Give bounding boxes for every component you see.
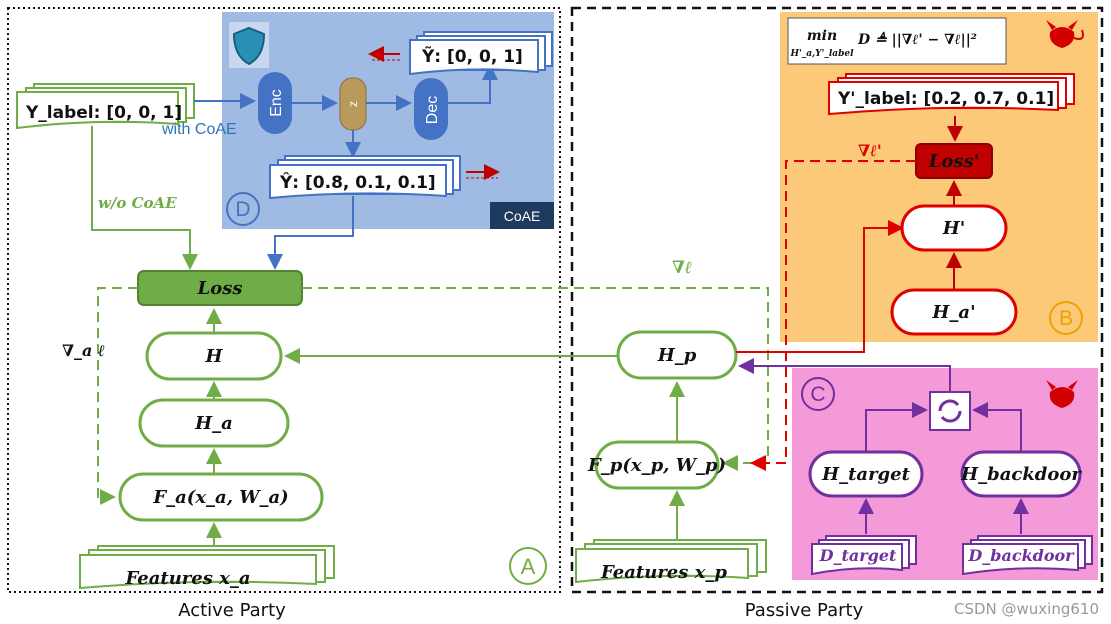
enc-label: Enc: [268, 89, 285, 117]
features-a-card: [79, 545, 335, 590]
active-party-caption: Active Party: [178, 600, 286, 621]
coae-tag-text: CoAE: [504, 208, 541, 224]
panel-d-badge: [226, 192, 260, 226]
formula-body: D ≜ ||∇ℓ' − ∇ℓ||²: [857, 31, 977, 48]
h-label: H: [204, 346, 223, 367]
features-p-card: [575, 539, 767, 584]
f-a-label: F_a(x_a, W_a): [152, 487, 288, 508]
features-a-label: Features x_a: [124, 568, 250, 589]
h-p-label: H_p: [657, 345, 697, 366]
h-a-prime-label: H_a': [931, 302, 975, 323]
f-p-label: F_p(x_p, W_p): [587, 455, 726, 476]
enc-block[interactable]: [258, 72, 292, 134]
panel-b-letter: B: [1059, 307, 1073, 330]
y-label-text: Y_label: [0, 0, 1]: [25, 103, 182, 123]
shield-icon: [229, 22, 269, 68]
dec-label: Dec: [424, 96, 441, 124]
latent-z-label: z: [346, 101, 360, 107]
d-target-label: D_target: [819, 546, 897, 565]
dec-block[interactable]: [414, 78, 448, 140]
loss-prime-label: Loss': [928, 151, 979, 172]
grad-label: ∇ℓ: [672, 258, 692, 278]
loss-label: Loss: [197, 278, 243, 299]
panel-b-badge: [1049, 301, 1083, 335]
f-p-node[interactable]: [594, 440, 720, 490]
with-coae-label: with CoAE: [161, 121, 237, 138]
h-target-label: H_target: [821, 464, 911, 485]
devil-icon-2: [1046, 380, 1078, 408]
panel-a-letter: A: [521, 554, 536, 579]
watermark: CSDN @wuxing610: [953, 600, 1099, 618]
panel-c-badge: [801, 377, 835, 411]
cycle-icon[interactable]: [929, 391, 971, 431]
y-hat-text: Ŷ: [0.8, 0.1, 0.1]: [279, 171, 436, 193]
y-prime-label-card: [828, 73, 1075, 116]
h-prime-label: H': [942, 218, 966, 239]
f-a-node[interactable]: [118, 472, 324, 522]
y-hat-card: [269, 155, 461, 200]
passive-party-caption: Passive Party: [745, 600, 864, 621]
d-backdoor-card: [962, 535, 1093, 576]
wo-coae-label: w/o CoAE: [98, 194, 177, 212]
formula-min: min: [807, 28, 837, 44]
d-target-card: [811, 535, 917, 576]
devil-icon: [1046, 20, 1084, 48]
formula-subscript: H'_a,Y'_label: [789, 49, 854, 59]
d-backdoor-label: D_backdoor: [967, 546, 1075, 565]
grad-a-label: ∇_a ℓ: [62, 341, 105, 360]
y-prime-label-text: Y'_label: [0.2, 0.7, 0.1]: [837, 89, 1054, 109]
panel-a-badge: [509, 547, 547, 585]
features-p-label: Features x_p: [600, 562, 727, 583]
formula-box: [787, 17, 1007, 65]
active-party-frame: [7, 7, 561, 593]
h-backdoor-label: H_backdoor: [960, 464, 1082, 485]
panel-c-letter: C: [810, 383, 825, 406]
passive-party-frame: [570, 6, 1104, 594]
y-tilde-text: Ỹ: [0, 0, 1]: [421, 44, 523, 67]
panel-d-letter: D: [235, 198, 250, 221]
y-label-card: [16, 83, 195, 130]
grad-prime-label: ∇ℓ': [858, 141, 882, 160]
y-tilde-card: [409, 31, 553, 76]
coae-tag: [490, 202, 554, 229]
h-a-label: H_a: [194, 413, 233, 434]
